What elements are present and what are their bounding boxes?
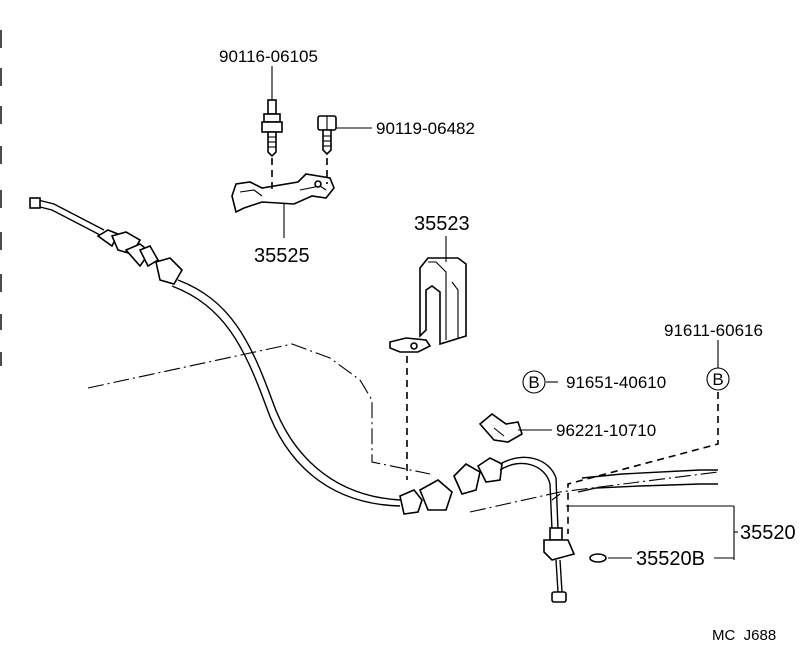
bolt-90119-06482	[317, 115, 337, 156]
cable-right-section	[453, 456, 576, 603]
callout-35525: 35525	[254, 245, 310, 267]
marker-b-right-label: B	[712, 370, 723, 389]
grommet-leader	[567, 392, 719, 534]
bolt-90116-06105	[261, 99, 283, 158]
seal-ring-35520B	[589, 553, 607, 563]
callout-35520: 35520	[740, 522, 796, 544]
marker-b-left: B	[522, 370, 546, 394]
callout-91611-60616: 91611-60616	[664, 321, 763, 340]
callout-90119-06482: 90119-06482	[376, 119, 475, 138]
leader-lines	[271, 66, 738, 560]
callout-91651-40610: 91651-40610	[566, 373, 666, 392]
control-cable	[29, 197, 453, 515]
marker-b-right: B	[706, 367, 730, 391]
clamp-35523	[389, 257, 467, 353]
callout-96221-10710: 96221-10710	[556, 421, 656, 440]
callout-90116-06105: 90116-06105	[219, 47, 318, 66]
body-outline	[87, 343, 719, 513]
clip-96221	[478, 412, 523, 443]
marker-b-left-label: B	[528, 373, 539, 392]
diagram-code: MC J688	[712, 627, 776, 644]
bracket-35525	[231, 173, 335, 214]
callout-35523: 35523	[414, 213, 470, 235]
callout-35520B: 35520B	[636, 548, 705, 570]
